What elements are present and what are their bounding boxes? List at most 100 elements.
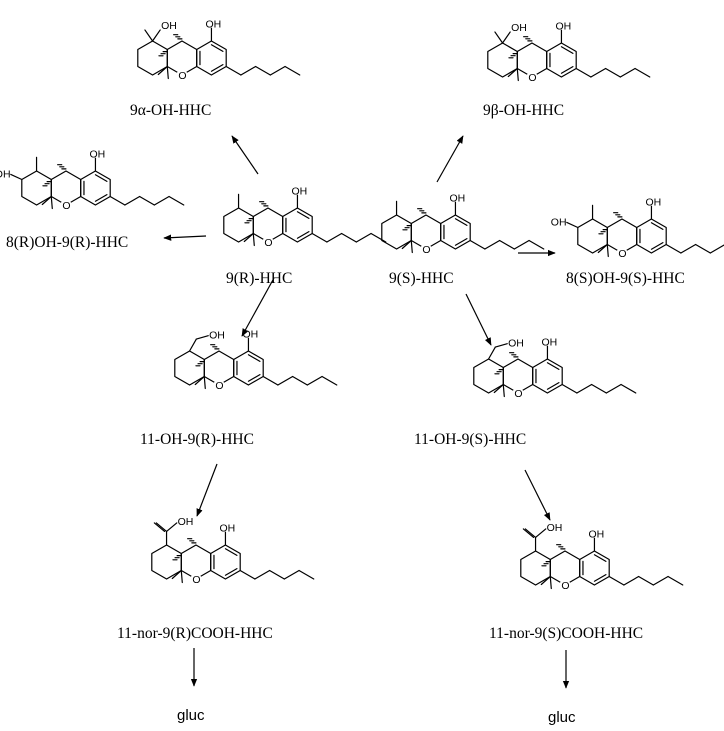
ring-oxygen-label: O [422, 244, 430, 256]
carboxyl-carbonyl-bond [155, 522, 168, 532]
carboxyl-oh-label: OH [547, 522, 563, 534]
aromatic-double-bond [247, 374, 261, 382]
pentyl-bond [608, 575, 625, 586]
ring-oxygen-label: O [62, 200, 70, 212]
methyl-bond [516, 67, 519, 82]
methyl-bond [597, 243, 608, 254]
c8-oh-label: OH [0, 168, 11, 180]
aromatic-double-bond [296, 231, 310, 239]
aromatic-ring [636, 218, 667, 254]
pentyl-bond [561, 383, 578, 394]
methyl-bond [540, 575, 551, 586]
aromatic-ring [282, 207, 313, 243]
ring-oxygen-label: O [528, 72, 536, 84]
pentyl-bond [576, 383, 593, 394]
structures-layer: OHOOHOHOOHOHOOHOHOOHOOHOOHOHOOHOHOOHOHOO… [0, 18, 724, 592]
aromatic-double-bond [247, 354, 261, 362]
aromatic-ring [80, 170, 111, 206]
pentyl-bond [499, 239, 515, 250]
pentyl-bond [139, 195, 155, 206]
pentyl-bond [326, 232, 343, 243]
pentyl-bond [109, 195, 126, 206]
methyl-bond [50, 195, 53, 210]
compound-labels: 9α-OH-HHC 9β-OH-HHC 8(R)OH-9(R)-HHC 9(R)… [6, 102, 685, 726]
oh9b-structure: OH O OH [487, 20, 651, 84]
aromatic-double-bond [224, 568, 238, 576]
aromatic-ring [546, 42, 577, 78]
label-gluc-s: gluc [548, 709, 576, 726]
ring-oxygen-label: O [618, 248, 626, 260]
pentyl-bond [590, 67, 607, 78]
label-11-oh-9r-hhc: 11-OH-9(R)-HHC [140, 431, 254, 448]
methyl-bond [549, 575, 552, 590]
methyl-bond [171, 569, 182, 580]
methyl-bond [502, 383, 505, 398]
arrow-r-to-9a [231, 135, 259, 175]
pentyl-bond [591, 383, 607, 394]
c11-oh-label: OH [209, 330, 225, 342]
aromatic-ring [196, 40, 227, 76]
c11-oh-bond [195, 335, 209, 340]
pentyl-bond [277, 375, 294, 386]
arrow-r-to-8r [163, 234, 207, 241]
hydroxyl-atom-label: OH [588, 528, 604, 540]
pentyl-bond [355, 232, 372, 243]
methyl-bond [606, 243, 609, 258]
c11-oh-label: OH [508, 338, 524, 350]
aromatic-ring [532, 358, 563, 394]
c11-bond [188, 338, 197, 352]
reaction-arrows [163, 135, 570, 689]
hhc-r-structure: OHO [223, 185, 387, 249]
pentyl-bond [225, 65, 242, 76]
methyl-bond [41, 195, 52, 206]
carboxyl-oh-label: OH [178, 516, 194, 528]
pentyl-bond [255, 65, 271, 76]
label-gluc-r: gluc [177, 707, 205, 724]
pentyl-bond [667, 575, 684, 586]
carboxyl-carbonyl-bond [524, 528, 537, 538]
pentyl-bond [262, 375, 279, 386]
label-9b-oh-hhc: 9β-OH-HHC [483, 102, 564, 119]
methyl-bond [157, 65, 168, 76]
c11-oh-bond [494, 343, 508, 348]
c8-oh-bond [10, 173, 23, 181]
aromatic-double-bond [210, 64, 224, 72]
carboxyl-carbonyl-bond [522, 528, 535, 538]
pentyl-bond [269, 569, 285, 580]
ring-oxygen-label: O [264, 237, 272, 249]
arrow-11ohs-to-cooh [524, 469, 551, 521]
carboxyl-oh-bond [165, 522, 178, 532]
aromatic-double-bond [593, 554, 607, 562]
pentyl-bond [124, 195, 141, 206]
c9-oh-label: OH [511, 22, 527, 34]
aromatic-double-bond [560, 66, 574, 74]
pentyl-bond [254, 569, 271, 580]
label-9r-hhc: 9(R)-HHC [226, 270, 292, 287]
label-8r-oh-9r-hhc: 8(R)OH-9(R)-HHC [6, 234, 128, 251]
methyl-bond [203, 375, 206, 390]
aromatic-double-bond [210, 44, 224, 52]
pentyl-bond [168, 195, 185, 206]
ring-oxygen-label: O [192, 574, 200, 586]
pentyl-bond [575, 67, 592, 78]
hydroxyl-atom-label: OH [555, 20, 571, 32]
methyl-bond [493, 383, 504, 394]
pentyl-bond [680, 243, 697, 254]
hydroxyl-atom-label: OH [541, 336, 557, 348]
c9-oh-bond [151, 29, 161, 42]
aromatic-double-bond [454, 238, 468, 246]
methyl-bond [507, 67, 518, 78]
pentyl-bond [528, 239, 545, 250]
ring-oxygen-label: O [215, 380, 223, 392]
methyl-bond [180, 569, 183, 584]
arrow-r-to-11oh [241, 277, 275, 337]
pentyl-bond [298, 569, 315, 580]
aromatic-double-bond [560, 46, 574, 54]
hydroxyl-atom-label: OH [449, 192, 465, 204]
methyl-bond [243, 232, 254, 243]
